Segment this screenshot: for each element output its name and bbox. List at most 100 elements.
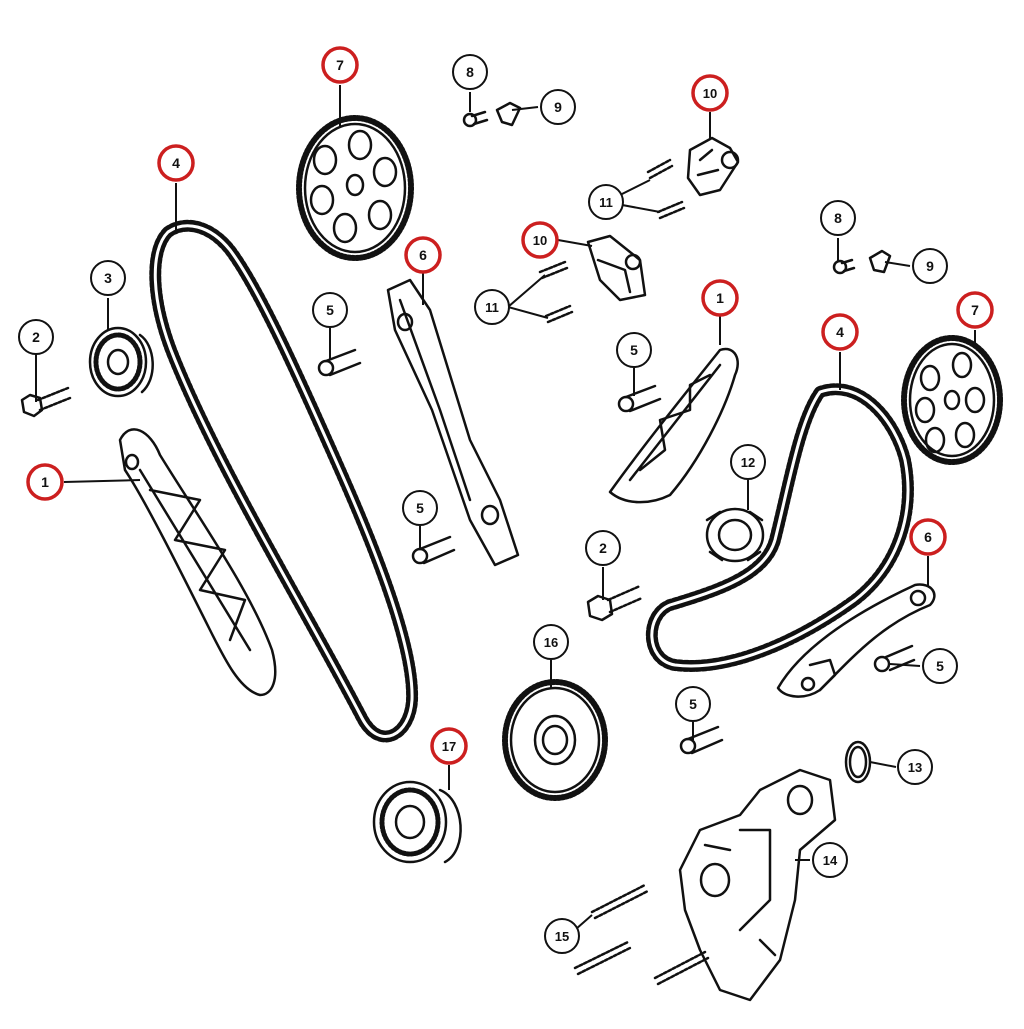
crank-sprocket-17 xyxy=(372,780,462,864)
callout-7: 7 xyxy=(321,46,359,84)
callout-circle xyxy=(18,319,54,355)
clip-9-top xyxy=(495,101,522,127)
callout-circle xyxy=(157,144,195,182)
bolt-5-d xyxy=(873,644,916,673)
callout-circle xyxy=(474,289,510,325)
callout-circle xyxy=(321,46,359,84)
bolt-2-left xyxy=(20,386,72,418)
callout-circle xyxy=(404,236,442,274)
callout-circle xyxy=(430,727,468,765)
callout-number: 9 xyxy=(554,99,562,115)
bolt-5-a xyxy=(317,348,362,377)
callout-circle xyxy=(821,313,859,351)
callout-circle xyxy=(675,686,711,722)
callout-circle xyxy=(521,221,559,259)
callout-10: 10 xyxy=(521,221,559,259)
callout-number: 5 xyxy=(630,342,638,358)
callout-number: 10 xyxy=(533,233,547,248)
callout-number: 6 xyxy=(419,247,427,263)
callout-1: 1 xyxy=(701,279,739,317)
o-ring-13 xyxy=(844,740,872,784)
callout-circle xyxy=(701,279,739,317)
cam-sprocket-right xyxy=(901,335,1003,465)
bushing-12 xyxy=(705,507,765,563)
callout-number: 6 xyxy=(924,529,932,545)
callout-number: 9 xyxy=(926,258,934,274)
timing-chain-left xyxy=(149,219,419,743)
callout-number: 2 xyxy=(599,540,607,556)
callout-13: 13 xyxy=(897,749,933,785)
clip-9-right xyxy=(868,249,892,274)
callout-circle xyxy=(897,749,933,785)
callout-3: 3 xyxy=(90,260,126,296)
callout-circle xyxy=(616,332,652,368)
callout-circle xyxy=(585,530,621,566)
callout-6: 6 xyxy=(909,518,947,556)
callout-6: 6 xyxy=(404,236,442,274)
callout-number: 16 xyxy=(544,635,558,650)
bolt-11-d xyxy=(544,304,574,324)
callout-8: 8 xyxy=(452,54,488,90)
callout-circle xyxy=(544,918,580,954)
callout-circle xyxy=(909,518,947,556)
callout-10: 10 xyxy=(691,74,729,112)
callout-5: 5 xyxy=(402,490,438,526)
callout-number: 12 xyxy=(741,455,755,470)
callout-circle xyxy=(402,490,438,526)
callout-circle xyxy=(730,444,766,480)
cam-sprocket-top xyxy=(296,115,414,261)
bolt-15-b xyxy=(573,940,632,976)
callout-circle xyxy=(912,248,948,284)
callout-number: 5 xyxy=(689,696,697,712)
callout-number: 8 xyxy=(466,64,474,80)
callout-number: 5 xyxy=(416,500,424,516)
callout-11: 11 xyxy=(588,184,624,220)
callout-number: 2 xyxy=(32,329,40,345)
callout-number: 7 xyxy=(971,302,979,318)
callout-number: 14 xyxy=(823,853,838,868)
idler-sprocket xyxy=(88,326,154,398)
callout-circle xyxy=(588,184,624,220)
bolt-5-c xyxy=(411,535,456,565)
callout-5: 5 xyxy=(616,332,652,368)
callout-number: 15 xyxy=(555,929,569,944)
callout-number: 17 xyxy=(442,739,456,754)
tensioner-guide-right xyxy=(776,583,936,698)
callout-5: 5 xyxy=(922,648,958,684)
callout-9: 9 xyxy=(912,248,948,284)
bolt-15-c xyxy=(653,950,710,986)
callout-4: 4 xyxy=(821,313,859,351)
chain-guide-left xyxy=(118,428,277,697)
callout-number: 4 xyxy=(836,324,844,340)
callout-9: 9 xyxy=(540,89,576,125)
callout-2: 2 xyxy=(585,530,621,566)
callout-circle xyxy=(812,842,848,878)
callout-number: 1 xyxy=(41,474,49,490)
bolt-8-right xyxy=(832,258,856,275)
bolt-15-a xyxy=(590,883,650,920)
bolt-8-top xyxy=(462,110,489,128)
callout-circle xyxy=(820,200,856,236)
callout-1: 1 xyxy=(26,463,64,501)
callout-number: 4 xyxy=(172,155,180,171)
callout-number: 13 xyxy=(908,760,922,775)
callout-number: 10 xyxy=(703,86,717,101)
bolt-11-c xyxy=(538,260,569,280)
callout-5: 5 xyxy=(675,686,711,722)
gear-16 xyxy=(502,679,608,801)
chain-tensioner-middle xyxy=(586,234,647,302)
timing-chain-right xyxy=(645,383,914,672)
callout-5: 5 xyxy=(312,292,348,328)
bolt-5-b xyxy=(617,384,662,413)
oil-pump-14 xyxy=(678,768,837,1002)
callout-7: 7 xyxy=(956,291,994,329)
callout-circle xyxy=(540,89,576,125)
callout-circle xyxy=(691,74,729,112)
callout-4: 4 xyxy=(157,144,195,182)
callout-circle xyxy=(90,260,126,296)
callout-circle xyxy=(312,292,348,328)
callout-8: 8 xyxy=(820,200,856,236)
